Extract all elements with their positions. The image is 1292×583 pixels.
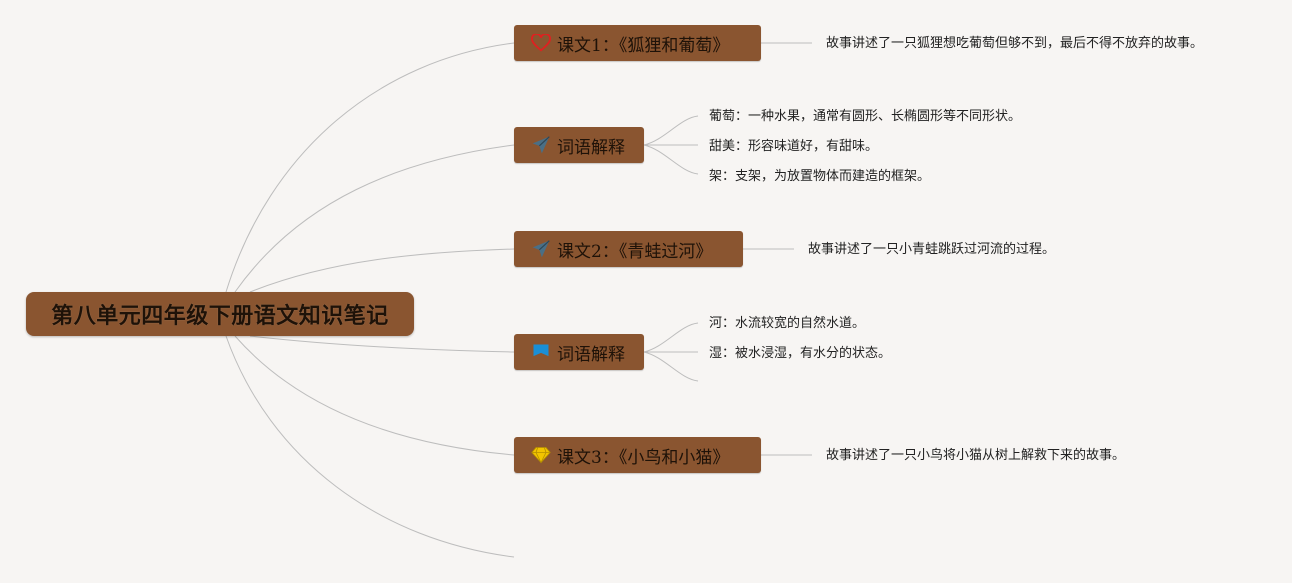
leaf-topic[interactable]: 故事讲述了一只小青蛙跳跃过河流的过程。	[808, 242, 1056, 257]
branch-topic-label: 课文2：《青蛙过河》	[557, 241, 713, 262]
root-topic-title: 第八单元四年级下册语文知识笔记	[51, 304, 389, 329]
leaf-topic[interactable]: 葡萄：一种水果，通常有圆形、长椭圆形等不同形状。	[709, 109, 1022, 124]
branch-topic-label: 词语解释	[557, 344, 625, 365]
branch-topic-vocabulary-1[interactable]: 词语解释	[514, 127, 644, 163]
paper-plane-icon	[531, 239, 551, 259]
paper-plane-icon	[531, 135, 551, 155]
root-topic[interactable]: 第八单元四年级下册语文知识笔记	[26, 292, 414, 336]
branch-topic-lesson2[interactable]: 课文2：《青蛙过河》	[514, 231, 743, 267]
branch-topic-label: 词语解释	[557, 137, 625, 158]
connector-line	[643, 351, 699, 382]
branch-topic-label: 课文1：《狐狸和葡萄》	[557, 35, 730, 56]
leaf-topic[interactable]: 湿：被水浸湿，有水分的状态。	[709, 346, 892, 361]
leaf-topic[interactable]: 故事讲述了一只狐狸想吃葡萄但够不到，最后不得不放弃的故事。	[826, 36, 1204, 51]
connector-line	[643, 322, 699, 353]
connector-line	[643, 144, 699, 175]
connector-line	[249, 335, 515, 353]
connector-line	[225, 42, 515, 293]
connector-line	[234, 144, 515, 293]
leaf-topic[interactable]: 架：支架，为放置物体而建造的框架。	[709, 169, 931, 184]
diamond-icon	[531, 445, 551, 465]
branch-topic-label: 课文3：《小鸟和小猫》	[557, 447, 730, 468]
heart-icon	[531, 33, 551, 53]
branch-topic-lesson1[interactable]: 课文1：《狐狸和葡萄》	[514, 25, 761, 61]
branch-topic-lesson3[interactable]: 课文3：《小鸟和小猫》	[514, 437, 761, 473]
connector-line	[249, 248, 515, 293]
connector-line	[234, 335, 515, 456]
leaf-topic[interactable]: 甜美：形容味道好，有甜味。	[709, 139, 879, 154]
leaf-topic[interactable]: 故事讲述了一只小鸟将小猫从树上解救下来的故事。	[826, 448, 1126, 463]
leaf-topic[interactable]: 河：水流较宽的自然水道。	[709, 316, 866, 331]
flag-icon	[531, 342, 551, 362]
connector-line	[225, 335, 515, 558]
branch-topic-vocabulary-2[interactable]: 词语解释	[514, 334, 644, 370]
connector-line	[643, 115, 699, 146]
